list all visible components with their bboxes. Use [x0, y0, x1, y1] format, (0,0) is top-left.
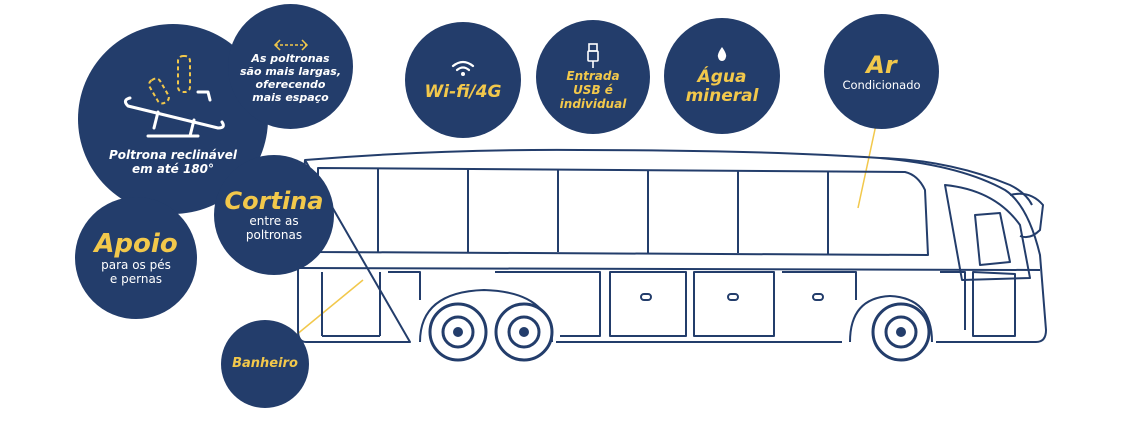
support-title: Apoio — [94, 229, 178, 259]
water-line1: Água — [697, 67, 747, 87]
curtain-title: Cortina — [224, 187, 324, 215]
feature-curtain-badge: Cortina entre as poltronas — [214, 155, 334, 275]
wider-seats-line3: oferecendo — [255, 77, 326, 91]
bathroom-label: Banheiro — [232, 356, 298, 371]
usb-plug-icon — [587, 43, 599, 68]
wifi-icon — [451, 60, 475, 76]
feature-bathroom-badge: Banheiro — [221, 320, 309, 408]
wider-seats-line2: são mais largas, — [239, 64, 342, 78]
curtain-line1: entre as — [249, 214, 299, 228]
usb-line2b: é — [604, 83, 613, 97]
usb-line2: USB — [573, 83, 601, 97]
feature-usb-badge: Entrada USB é individual — [536, 20, 650, 134]
support-line1: para os pés — [101, 258, 171, 272]
wider-seats-line4: mais espaço — [252, 90, 329, 104]
recliner-seat-icon — [123, 55, 225, 138]
front-wheel — [871, 302, 931, 362]
width-arrows-icon — [273, 38, 308, 51]
rear-wheel-1 — [428, 302, 488, 362]
recliner-line1: Poltrona reclinável — [109, 148, 237, 162]
bus-outline — [297, 148, 1047, 343]
wider-seats-line1: As poltronas — [251, 51, 330, 65]
feature-water-badge: Água mineral — [664, 18, 780, 134]
support-line2: e pernas — [109, 272, 163, 286]
wifi-label: Wi-fi/4G — [424, 81, 502, 102]
feature-wifi-badge: Wi-fi/4G — [405, 22, 521, 138]
usb-line1: Entrada — [566, 69, 620, 83]
water-drop-icon — [717, 47, 727, 61]
feature-support-badge: Apoio para os pés e pernas — [75, 197, 197, 319]
rear-wheel-2 — [494, 302, 554, 362]
feature-wider-seats-badge: As poltronas são mais largas, oferecendo… — [228, 4, 353, 129]
ac-title: Ar — [866, 50, 897, 79]
feature-ac-badge: Ar Condicionado — [824, 14, 939, 129]
leader-line-ac — [857, 119, 878, 209]
ac-subtitle: Condicionado — [842, 77, 921, 92]
leader-line-bathroom — [289, 279, 364, 341]
water-line2: mineral — [685, 86, 759, 106]
usb-line3: individual — [559, 97, 627, 111]
curtain-line2: poltronas — [245, 228, 303, 242]
recliner-line2: em até 180° — [131, 162, 215, 176]
